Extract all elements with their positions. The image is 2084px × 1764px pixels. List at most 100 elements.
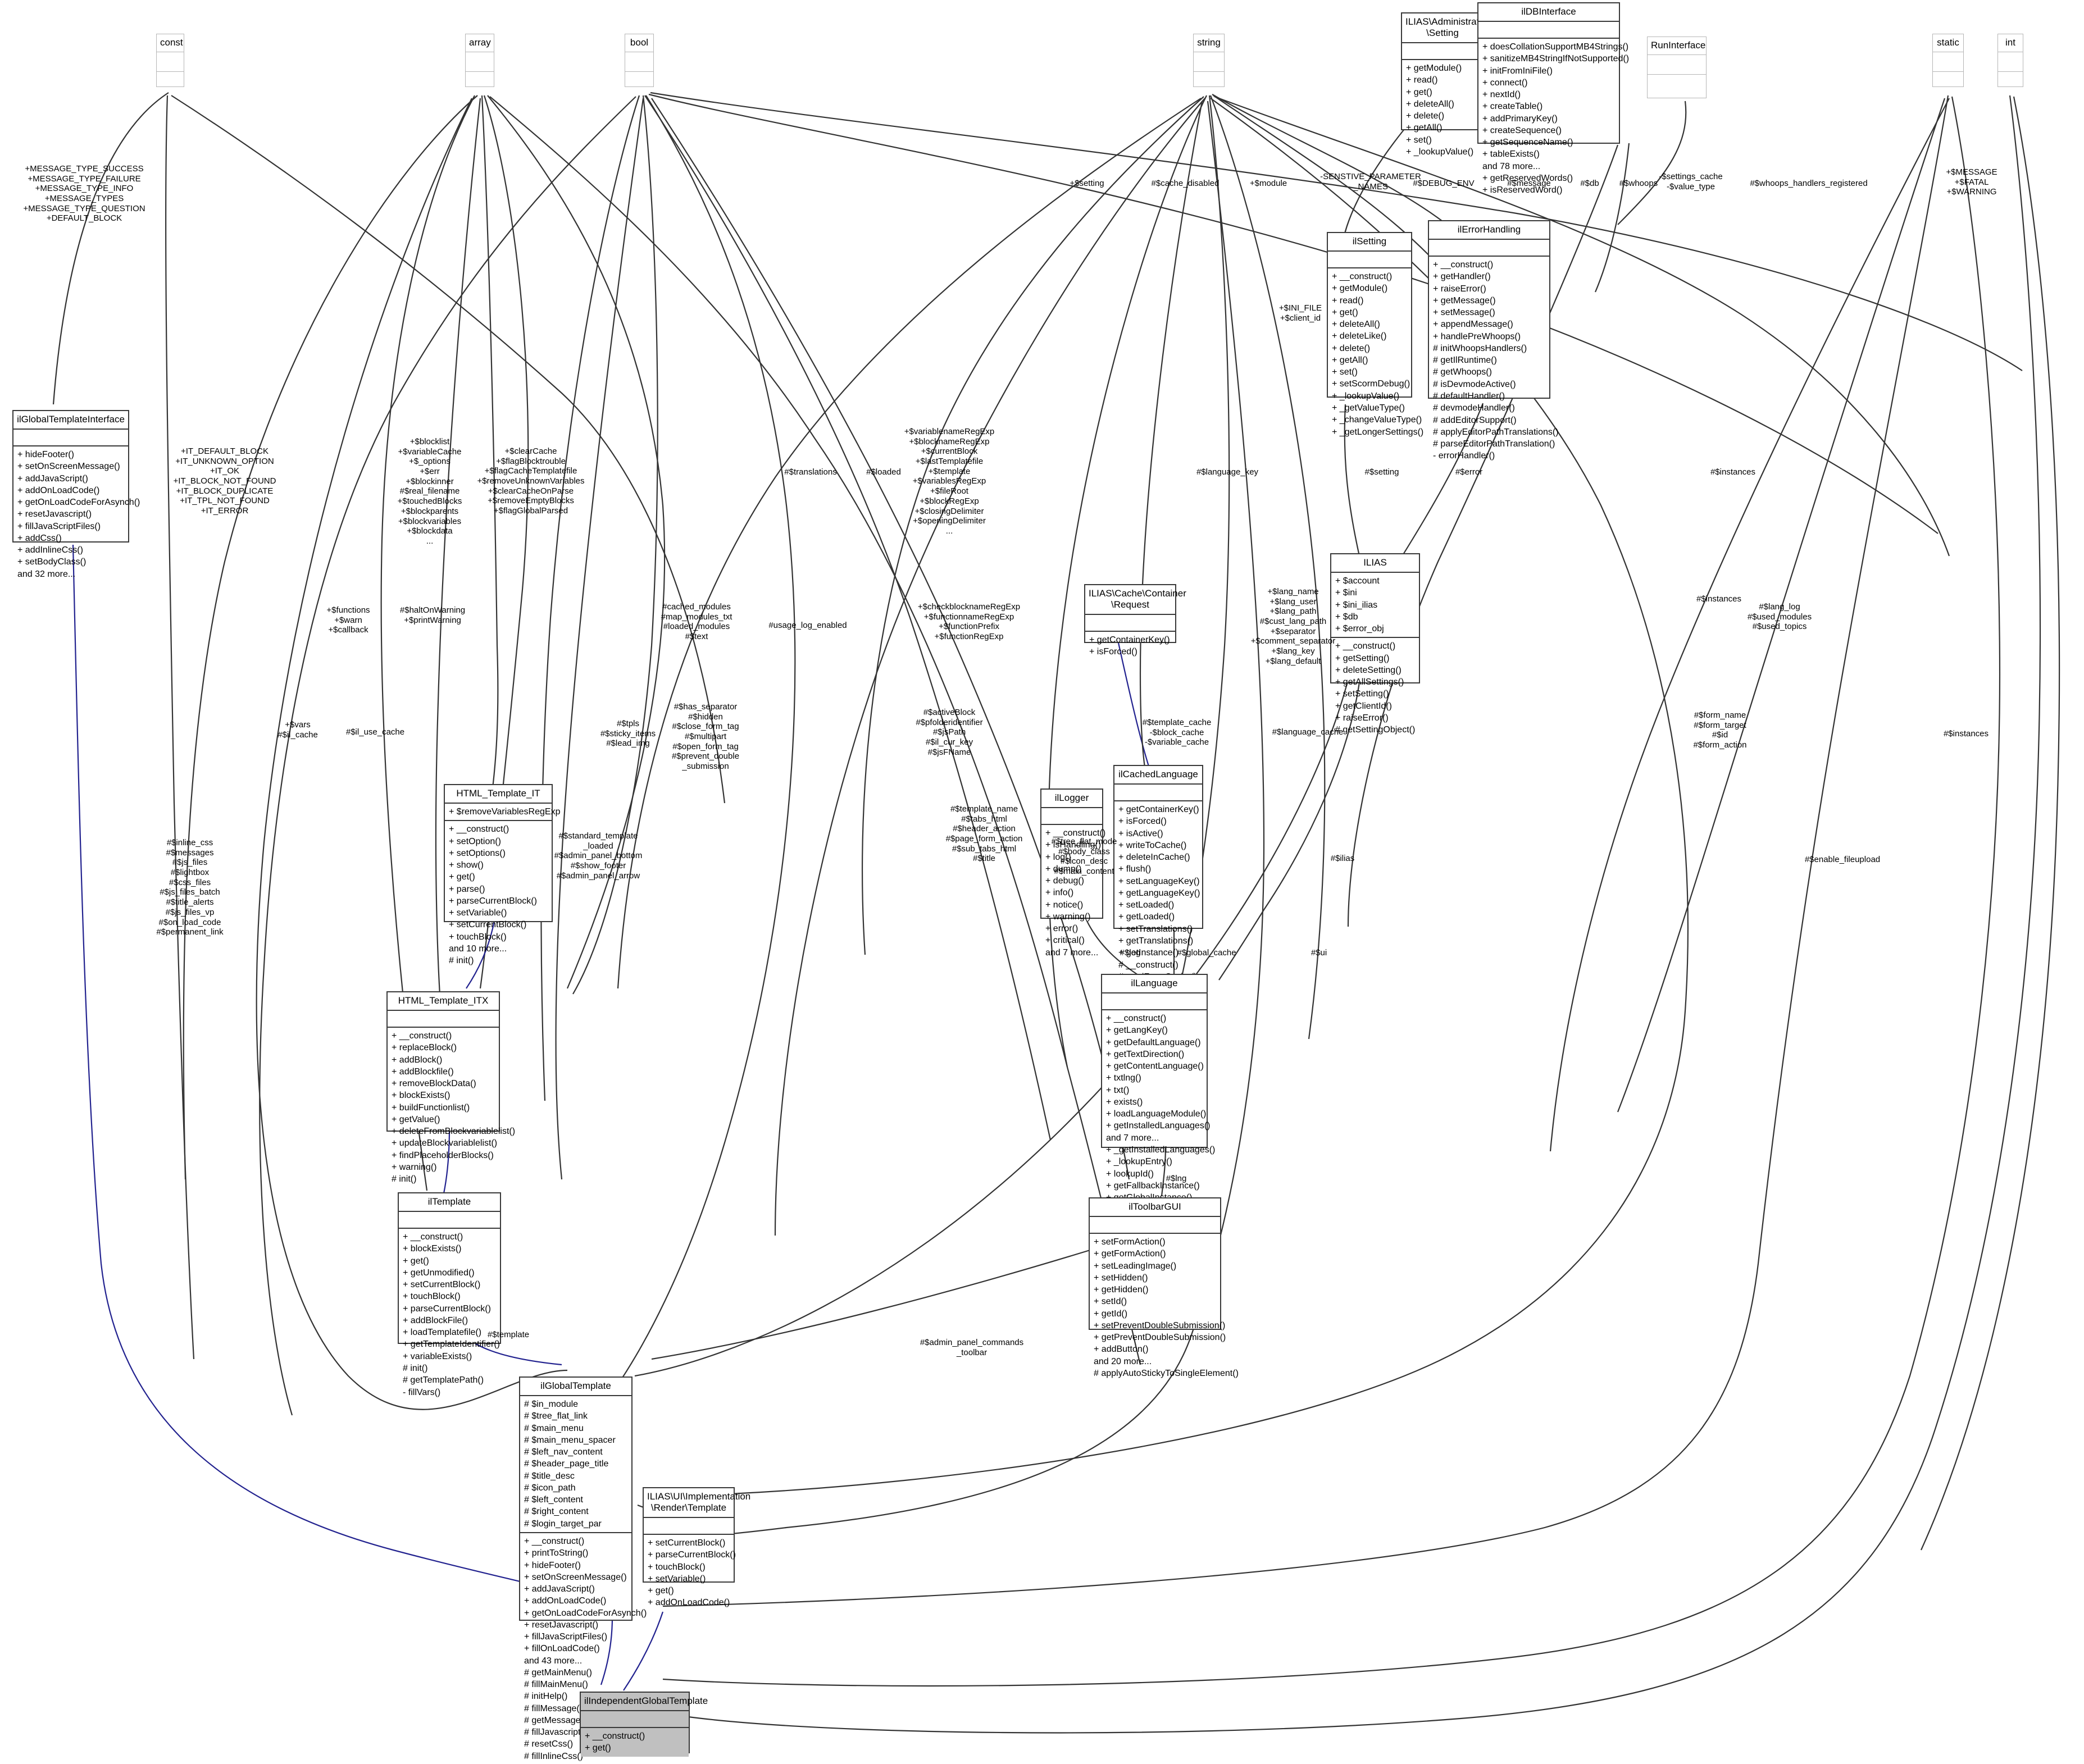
class-member: + txtlng() [1106,1073,1141,1083]
class-member: # parseEditorPathTranslation() [1433,439,1555,449]
class-member: + hideFooter() [17,450,74,460]
class-box-ilsetting[interactable]: ilSetting + __construct()+ getModule()+ … [1327,232,1423,437]
class-member: + blockExists() [392,1091,451,1101]
class-member: + blockExists() [403,1244,462,1254]
class-operations: + __construct()+ setOption()+ setOptions… [445,821,552,969]
class-box-iltemplate[interactable]: ilTemplate + __construct()+ blockExists(… [398,1192,501,1397]
class-member: # __construct() [1118,960,1178,970]
class-box-html-template-it[interactable]: HTML_Template_IT + $removeVariablesRegEx… [444,784,560,965]
class-box-string[interactable]: string [1193,34,1225,87]
edge-label-instances-2: #$instances [1696,594,1742,604]
class-box-bool[interactable]: bool [625,34,654,87]
class-member: # init() [403,1363,428,1373]
class-member: # init() [449,956,474,966]
class-member: + createSequence() [1482,125,1562,135]
class-attributes [1648,55,1706,75]
class-title: HTML_Template_IT [445,785,552,804]
class-member: + setMessage() [1433,308,1495,318]
class-box-static[interactable]: static [1932,34,1964,87]
class-member: + removeBlockData() [392,1079,476,1089]
class-member: - errorHandler() [1433,451,1495,461]
edge-label-template-name: #$template_name #$tabs_html #$header_act… [945,804,1023,864]
class-box-iltoolbargui[interactable]: ilToolbarGUI + setFormAction()+ getFormA… [1089,1197,1239,1378]
class-title: ilTemplate [399,1193,500,1213]
class-member: + fillJavaScriptFiles() [17,521,101,531]
class-member: + addOnLoadCode() [524,1596,607,1606]
edge-label-ui: #$ui [1311,948,1327,958]
class-member: + getContainerKey() [1089,635,1170,645]
class-operations: + doesCollationSupportMB4Strings()+ sani… [1478,39,1629,198]
class-member: + deleteAll() [1332,320,1380,330]
class-attributes [399,1212,500,1229]
edge-label-message-types: +MESSAGE_TYPE_SUCCESS +MESSAGE_TYPE_FAIL… [23,164,145,224]
class-member: and 10 more... [449,943,507,954]
class-title: ilErrorHandling [1429,221,1549,240]
class-member: + $account [1335,576,1380,586]
edge-label-vars-ilcache: +$vars #$il_cache [277,720,318,740]
class-title: ilToolbarGUI [1090,1198,1220,1218]
class-attributes [1090,1217,1220,1234]
class-member: + getSequenceName() [1482,138,1573,148]
class-box-ilglobaltemplateinterface[interactable]: ilGlobalTemplateInterface + hideFooter()… [12,410,140,579]
class-member: # $icon_path [524,1483,576,1493]
class-title: static [1933,34,1963,53]
class-member: + getId() [1094,1309,1128,1319]
class-member: + createTable() [1482,102,1543,112]
class-member: + __construct() [1433,260,1494,270]
class-member: + getContainerKey() [1118,805,1199,815]
class-box-int[interactable]: int [1997,34,2023,87]
class-member: # $left_content [524,1495,583,1505]
class-box-ilias-ui-render-template[interactable]: ILIAS\UI\Implementation \Render\Template… [643,1487,750,1607]
class-member: + $db [1335,612,1358,622]
class-member: + findPlaceholderBlocks() [392,1150,494,1160]
class-title: string [1194,34,1224,53]
edge-label-clearcache-group: +$clearCache +$flagBlocktrouble +$flagCa… [477,446,585,516]
class-box-const[interactable]: const [156,34,184,87]
class-member: + setScormDebug() [1332,379,1410,389]
class-member: and 7 more... [1106,1133,1159,1143]
class-attributes [1478,22,1619,39]
class-member: + printToString() [524,1548,589,1558]
class-member: + replaceBlock() [392,1043,457,1053]
edge-label-instances-3: #$instances [1943,729,1989,739]
class-member: + get() [1332,307,1358,317]
class-operations [1194,72,1224,91]
class-box-ilias-cache-container-request[interactable]: ILIAS\Cache\Container \Request + getCont… [1084,584,1186,657]
class-box-ilerrorhandling[interactable]: ilErrorHandling + __construct() + getHand… [1428,220,1559,461]
class-member: + getHidden() [1094,1285,1149,1295]
class-member: # $right_content [524,1507,589,1517]
class-member: + error() [1045,924,1079,934]
class-box-ilias-administration-setting[interactable]: ILIAS\Administration \Setting + getModul… [1401,12,1492,157]
class-box-html-template-itx[interactable]: HTML_Template_ITX + __construct()+ repla… [386,991,515,1184]
edge-label-lng: #$lng [1166,1174,1187,1183]
class-member: # $in_module [524,1400,579,1410]
class-member: + setFormAction() [1094,1237,1166,1247]
class-attributes [1998,52,2023,72]
class-member: + delete() [1406,111,1445,121]
edge-label-translations: #$translations [784,467,837,477]
class-box-ildbinterface[interactable]: ilDBInterface + doesCollationSupportMB4S… [1477,2,1629,195]
class-member: + handlePreWhoops() [1433,331,1521,341]
class-box-array[interactable]: array [465,34,494,87]
class-box-ilindependentglobaltemplate[interactable]: ilIndependentGlobalTemplate + __construc… [580,1692,708,1757]
class-member: + deleteLike() [1332,331,1387,341]
class-box-illanguage[interactable]: ilLanguage + __construct()+ getLangKey()… [1101,974,1215,1227]
class-member: + _changeValueType() [1332,415,1422,425]
class-member: # $left_nav_content [524,1447,603,1457]
class-member: + __construct() [524,1536,585,1546]
class-member: + getOnLoadCodeForAsynch() [524,1608,647,1618]
class-member: # $login_target_par [524,1519,602,1529]
class-box-ilglobaltemplate[interactable]: ilGlobalTemplate # $in_module# $tree_fla… [519,1376,647,1764]
edge-label-template-cache: #$template_cache -$block_cache -$variabl… [1142,718,1212,747]
edge-label-template: #$template [487,1330,530,1339]
class-member: + getInstalledLanguages() [1106,1121,1211,1131]
class-member: + setTranslations() [1118,924,1193,934]
class-member: and 43 more... [524,1656,583,1666]
class-attributes [157,52,184,72]
class-member: + getSetting() [1335,653,1390,663]
edge-label-log: #$log [1120,948,1141,958]
class-member: + getHandler() [1433,272,1491,282]
class-box-runinterface[interactable]: RunInterface [1647,37,1707,98]
class-member: # defaultHandler() [1433,391,1505,401]
edge-label-inline-css-group: #$inline_css #$messages #$js_files #$lig… [156,838,224,937]
